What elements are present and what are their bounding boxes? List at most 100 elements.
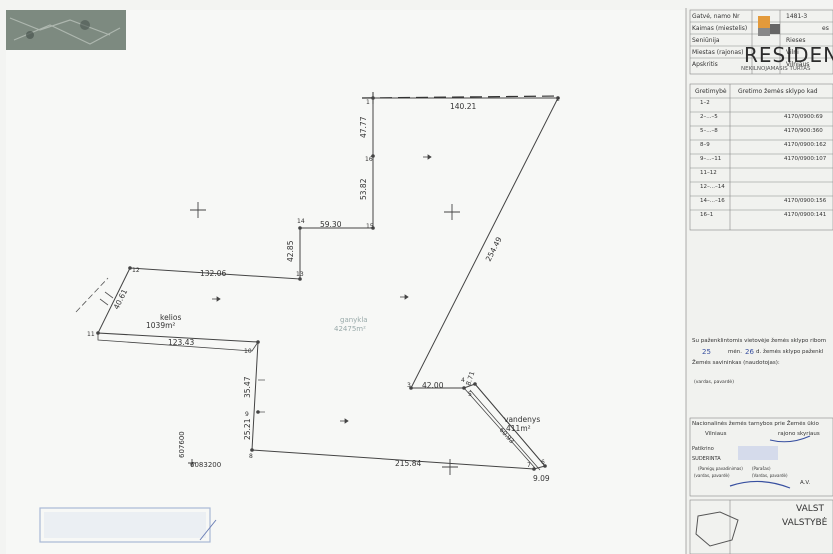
road-strip	[97, 333, 259, 352]
office-text: SUDERINTA	[692, 456, 721, 462]
form-row-label: Apskritis	[692, 61, 718, 68]
neighbor-boundary-line	[361, 95, 561, 99]
point-number: 13	[296, 271, 304, 278]
coordinate-label: 607600	[178, 431, 186, 458]
point-number: 7	[527, 462, 531, 469]
office-text: rajono skyriaus	[778, 431, 820, 437]
form-row-label: Kaimas (miestelis)	[692, 25, 748, 32]
segment-label: 123.43	[168, 338, 194, 347]
coordinate-label: 6083200	[190, 461, 221, 469]
point-number: 1	[366, 99, 370, 106]
road-area: 1039m²	[146, 321, 175, 330]
signature	[769, 435, 811, 443]
water-area: 411m²	[506, 424, 531, 433]
neighbor-range: 16–1	[700, 212, 714, 218]
neighbor-range: 8–9	[700, 142, 710, 148]
point-number: 6	[541, 459, 545, 466]
form-row-label: Miestas (rajonas)	[692, 49, 744, 56]
map-emblem-icon	[695, 511, 739, 547]
segment-label: 140.21	[450, 102, 476, 111]
table-header: Gretimybė	[695, 88, 727, 95]
logo-tagline: NEKILNOJAMASIS TURTAS	[741, 66, 811, 72]
office-text: (vardas, pavardė)	[694, 473, 730, 478]
grid-crosses	[188, 202, 460, 475]
bottom-header: VALST	[796, 504, 824, 514]
sign-text: d. žemės sklypo paženkl	[756, 349, 824, 355]
sign-text: Su paženklintomis vietovėje žemės sklypo…	[692, 338, 827, 344]
segment-label: 9.09	[533, 474, 550, 483]
logo-brand: RESIDENT	[744, 43, 833, 67]
orthophoto-fragment	[6, 10, 126, 50]
neighbor-code: 4170/0900:156	[784, 198, 827, 204]
neighbor-range: 14–...–16	[700, 198, 725, 204]
plan-sheet	[6, 10, 686, 554]
point-markers	[96, 96, 560, 471]
segment-label: 59.30	[320, 220, 342, 229]
point-number: 11	[87, 331, 95, 338]
neighbor-code: 4170/0900:69	[784, 114, 823, 120]
point-number: 12	[132, 267, 140, 274]
resident-logo-icon	[758, 16, 780, 36]
water-strip	[463, 383, 546, 471]
form-value: Rieses	[786, 37, 806, 44]
main-area-name: ganykla	[340, 316, 368, 324]
main-area-value: 42475m²	[334, 325, 366, 333]
road-name: kelios	[160, 313, 181, 322]
point-number: 9	[245, 411, 249, 418]
point-number: 10	[244, 348, 252, 355]
point-number: 15	[366, 223, 374, 230]
point-number: 8	[249, 453, 253, 460]
form-row-label: Gatvė, namo Nr	[692, 13, 740, 20]
office-text: Patikrino	[692, 446, 714, 452]
direction-arrows	[212, 154, 432, 424]
neighbor-code: 4170/900:360	[784, 128, 823, 134]
office-text: (Parašas)	[752, 466, 771, 471]
segment-label: 47.77	[359, 116, 368, 138]
neighbor-code: 4170/0900:107	[784, 156, 827, 162]
office-text: Nacionalinės žemės tarnybos prie Žemės ū…	[692, 421, 819, 427]
office-text: (Pareigų pavadinimas)	[698, 466, 743, 471]
bottom-header: VALSTYBĖ	[782, 518, 828, 528]
form-value: Vilniaus	[786, 61, 810, 68]
neighbor-code: 4170/0900:162	[784, 142, 827, 148]
office-text: (Vardas, pavardė)	[752, 473, 788, 478]
point-number: 3	[407, 382, 411, 389]
neighbor-range: 12–...–14	[700, 184, 725, 190]
neighbor-range: 1–2	[700, 100, 710, 106]
form-value: Vilni	[786, 49, 799, 56]
form-row-label: Seniūnija	[692, 37, 720, 44]
neighbor-range: 2–...–5	[700, 114, 718, 120]
segment-label: 42.00	[422, 381, 444, 390]
segment-label: 53.82	[359, 178, 368, 200]
sign-text: Žemės savininkas (naudotojas):	[692, 360, 780, 366]
handwritten-number: 26	[745, 348, 754, 356]
neighbor-range: 11–12	[700, 170, 717, 176]
point-number: 14	[297, 218, 305, 225]
water-name: vandenys	[504, 415, 540, 424]
form-sheet	[686, 8, 833, 554]
form-grid	[689, 9, 833, 554]
neighbor-range: 9–...–11	[700, 156, 722, 162]
office-text: A.V.	[800, 480, 811, 486]
handwritten-number: 25	[702, 348, 711, 356]
segment-label: 215.84	[395, 459, 421, 468]
segment-label: 42.85	[286, 240, 295, 262]
segment-label: 35.47	[243, 376, 252, 398]
form-value: es	[822, 25, 829, 32]
point-number: 5	[468, 391, 472, 398]
neighbor-range: 5–...–8	[700, 128, 718, 134]
neighbor-code: 4170/0900:141	[784, 212, 827, 218]
form-value: 1481-3	[786, 13, 808, 20]
office-text: Vilniaus	[705, 431, 727, 437]
sign-text: mėn.	[728, 349, 742, 355]
segment-label: 25.21	[243, 418, 252, 440]
stamp	[39, 507, 211, 543]
point-number: 2	[556, 96, 560, 103]
point-number: 16	[365, 156, 373, 163]
point-number: 4	[461, 377, 465, 384]
sign-text: (vardas, pavardė)	[694, 380, 734, 385]
segment-label: 132.06	[200, 269, 226, 278]
table-header: Gretimo žemės sklypo kad	[738, 88, 818, 95]
